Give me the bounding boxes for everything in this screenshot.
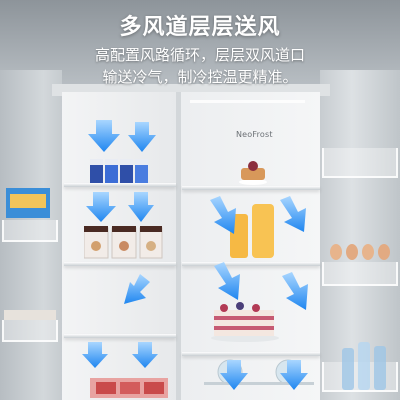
- headline-line-2: 输送冷气，制冷控温更精准。: [102, 68, 298, 86]
- left-door-bin-items: [4, 310, 56, 320]
- headline-line-1: 高配置风路循环，层层双风道口: [94, 46, 305, 64]
- down-left-arrow-icon: [124, 274, 150, 304]
- down-right-arrow-icon: [282, 272, 308, 310]
- left-door-bin: [2, 220, 58, 242]
- ceiling-light: [190, 100, 305, 103]
- shelf: [64, 183, 176, 187]
- right-door-bin: [322, 148, 398, 178]
- down-arrow-icon: [128, 192, 154, 222]
- shelf: [64, 262, 176, 266]
- down-right-arrow-icon: [280, 196, 306, 232]
- cake: [211, 302, 279, 342]
- down-right-arrow-icon: [210, 196, 236, 234]
- left-door-bin: [2, 320, 58, 342]
- freezer-compartment: [180, 92, 320, 400]
- down-arrow-icon: [220, 360, 248, 390]
- meat-tray: [90, 378, 168, 398]
- down-arrow-icon: [132, 342, 158, 368]
- compartment-divider: [176, 92, 181, 400]
- down-arrow-icon: [128, 122, 156, 152]
- shelf: [64, 334, 176, 338]
- water-bottles: [342, 342, 386, 390]
- right-door-bin: [322, 262, 398, 286]
- brand-label: NeoFrost: [236, 130, 273, 139]
- left-door-products: [6, 188, 50, 218]
- headline-title: 多风道层层送风: [119, 15, 281, 40]
- drink-cartons: [90, 159, 148, 183]
- down-arrow-icon: [82, 342, 108, 368]
- down-arrow-icon: [280, 360, 308, 390]
- food-containers: [84, 226, 163, 259]
- down-arrow-icon: [86, 192, 116, 222]
- pancake-stack: [239, 161, 267, 185]
- down-arrow-icon: [88, 120, 120, 152]
- egg-tray: [330, 244, 390, 260]
- left-door: [0, 70, 62, 400]
- shelf: [182, 186, 320, 190]
- down-right-arrow-icon: [214, 262, 240, 300]
- shelf: [182, 352, 320, 356]
- shelf: [182, 262, 320, 266]
